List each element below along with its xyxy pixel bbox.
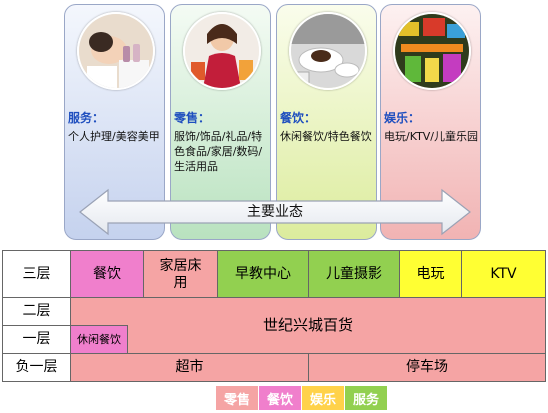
service-title: 服务： (68, 111, 105, 125)
unit-3f-kids-photography: 儿童摄影 (308, 250, 400, 298)
entertainment-title: 娱乐： (384, 111, 421, 125)
legend-entertainment: 娱乐 (302, 386, 344, 410)
floor-label-1f: 一层 (2, 325, 71, 354)
unit-3f-ktv: KTV (461, 250, 546, 298)
dining-description: 休闲餐饮/特色餐饮 (280, 130, 372, 143)
service-description: 个人护理/美容美甲 (68, 130, 160, 143)
legend-service: 服务 (345, 386, 387, 410)
unit-department-store: 世纪兴城百货 (70, 297, 546, 354)
kids-playground-photo (393, 12, 471, 90)
unit-3f-home-bedding: 家居床用 (143, 250, 218, 299)
floor-label-2f: 二层 (2, 297, 71, 326)
service-card: 服务： 个人护理/美容美甲 (64, 4, 165, 240)
unit-3f-early-education: 早教中心 (217, 250, 309, 298)
coffee-table-photo (289, 12, 367, 90)
unit-b1-parking: 停车场 (308, 353, 546, 382)
retail-title: 零售： (174, 111, 211, 125)
arrow-label: 主要业态 (247, 204, 303, 220)
retail-description: 服饰/饰品/礼品/特色食品/家居/数码/生活用品 (174, 130, 263, 173)
main-business-arrow: 主要业态 (78, 188, 472, 236)
unit-3f-dining: 餐饮 (70, 250, 144, 298)
unit-1f-casual-dining: 休闲餐饮 (70, 325, 128, 354)
entertainment-description: 电玩/KTV/儿童乐园 (384, 130, 479, 143)
legend-dining: 餐饮 (259, 386, 301, 410)
beauty-salon-photo (77, 12, 155, 90)
legend-retail: 零售 (216, 386, 258, 410)
dining-title: 餐饮： (280, 111, 317, 125)
unit-b1-supermarket: 超市 (70, 353, 309, 382)
shopping-woman-photo (183, 12, 261, 90)
floor-label-3f: 三层 (2, 250, 71, 298)
unit-3f-arcade: 电玩 (399, 250, 462, 298)
floor-label-b1: 负一层 (2, 353, 71, 382)
